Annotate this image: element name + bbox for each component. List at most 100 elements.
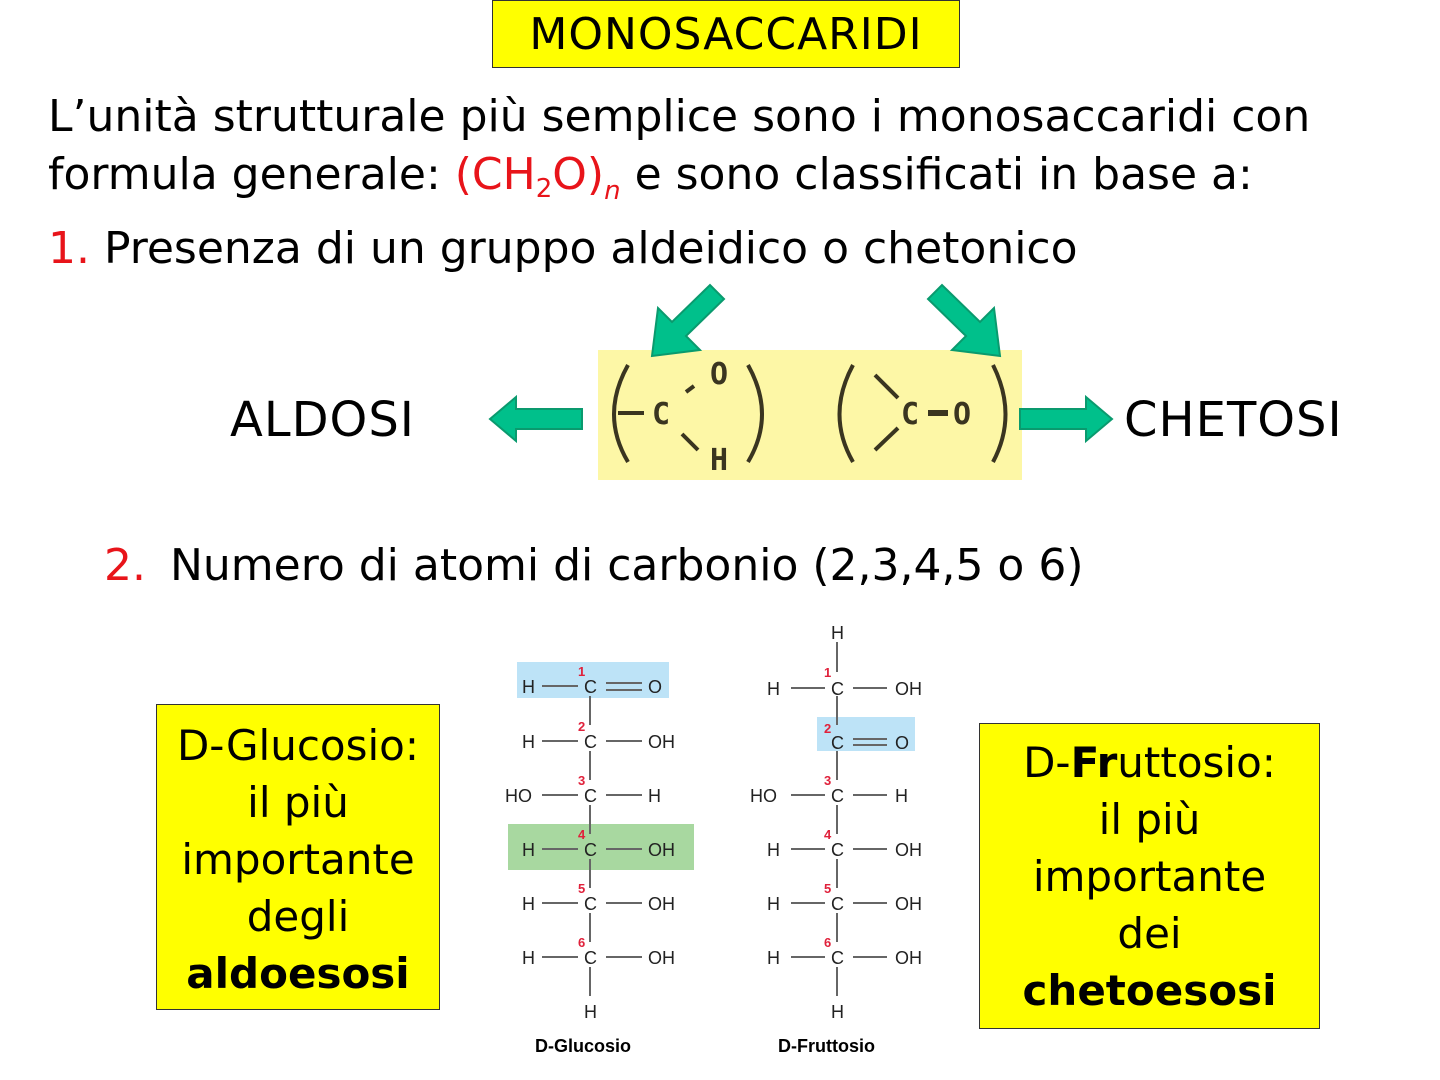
glc-num-4: 4 <box>578 827 586 842</box>
glc-c5: C <box>584 894 597 914</box>
intro-line-1: L’unità strutturale più semplice sono i … <box>48 91 1311 142</box>
aldosi-label: ALDOSI <box>230 392 415 448</box>
fructose-caption: D-Fruttosio <box>778 1036 875 1056</box>
list-item-2: 2. Numero di atomi di carbonio (2,3,4,5 o… <box>104 540 1084 591</box>
glc-c1-right: O <box>648 677 662 697</box>
fru-c1: C <box>831 679 844 699</box>
arrow-down-left-icon <box>650 283 726 358</box>
fru-num-2: 2 <box>824 721 831 736</box>
fru-c3: C <box>831 786 844 806</box>
fru-top-h: H <box>831 623 844 643</box>
chetosi-label: CHETOSI <box>1124 392 1343 448</box>
fru-c1-right: OH <box>895 679 922 699</box>
fru-c5: C <box>831 894 844 914</box>
intro-line-2-prefix: formula generale: <box>48 149 455 200</box>
functional-groups-diagram: C O H C O <box>612 357 1008 478</box>
functional-groups-panel <box>598 350 1022 480</box>
ketone-oxygen: O <box>953 397 971 432</box>
fru-num-3: 3 <box>824 773 831 788</box>
fructose-box-bold: Fr <box>1070 738 1118 787</box>
fru-bottom-h: H <box>831 1002 844 1022</box>
glc-c3: C <box>584 786 597 806</box>
list-number-1: 1. <box>48 223 90 274</box>
formula-subscript-2: 2 <box>535 174 553 204</box>
list-text-1: Presenza di un gruppo aldeidico o cheton… <box>89 223 1078 274</box>
glc-c4-left: H <box>522 840 535 860</box>
fru-c4: C <box>831 840 844 860</box>
glucose-box-line-2: il più <box>247 778 349 827</box>
arrow-down-right-icon <box>926 283 1002 358</box>
glucose-info-box: D-Glucosio: il più importante degli aldo… <box>156 704 440 1010</box>
fru-num-4: 4 <box>824 827 832 842</box>
c4-highlight <box>508 824 694 870</box>
intro-paragraph: L’unità strutturale più semplice sono i … <box>48 88 1310 278</box>
glc-c6-right: OH <box>648 948 675 968</box>
glc-c2-right: OH <box>648 732 675 752</box>
glc-c6-left: H <box>522 948 535 968</box>
glc-num-1: 1 <box>578 664 585 679</box>
fructose-box-line-5: chetoesosi <box>1022 966 1277 1015</box>
aldehyde-highlight <box>517 662 669 698</box>
intro-line-2-suffix: e sono classificati in base a: <box>620 149 1253 200</box>
ketone-carbon: C <box>901 397 919 432</box>
fru-c5-left: H <box>767 894 780 914</box>
arrow-left-icon <box>488 394 583 444</box>
glucose-box-line-3: importante <box>181 835 415 884</box>
fructose-box-line-2: il più <box>1098 795 1201 844</box>
slide-title: MONOSACCARIDI <box>492 0 960 68</box>
slide-title-text: MONOSACCARIDI <box>529 8 923 60</box>
glc-c6: C <box>584 948 597 968</box>
formula-open: (CH <box>454 149 536 200</box>
list-number-2: 2. <box>104 540 146 591</box>
fru-c2: C <box>831 733 844 753</box>
fru-c3-left: HO <box>750 786 777 806</box>
glucose-box-line-5: aldoesosi <box>186 949 410 998</box>
arrow-right-icon <box>1019 394 1114 444</box>
fructose-fischer-projection: H H C OH C O HO C H H C OH H C OH H C OH… <box>750 623 922 1056</box>
list-item-1: 1. Presenza di un gruppo aldeidico o che… <box>48 220 1310 278</box>
fructose-box-prefix: D- <box>1023 738 1071 787</box>
fru-c6-left: H <box>767 948 780 968</box>
aldehyde-oxygen: O <box>710 357 728 392</box>
intro-line-2: formula generale: (CH2O)n e sono classif… <box>48 146 1310 220</box>
fru-c4-right: OH <box>895 840 922 860</box>
fru-c6: C <box>831 948 844 968</box>
glc-c3-right: H <box>648 786 661 806</box>
fructose-box-line-3: importante <box>1032 852 1267 901</box>
glc-c3-left: HO <box>505 786 532 806</box>
fructose-box-line-4: dei <box>1117 909 1182 958</box>
glc-c2: C <box>584 732 597 752</box>
fructose-box-suffix: uttosio: <box>1117 738 1276 787</box>
formula-close: O) <box>552 149 605 200</box>
glc-num-3: 3 <box>578 773 585 788</box>
fru-c6-right: OH <box>895 948 922 968</box>
aldehyde-hydrogen: H <box>710 443 728 478</box>
fru-num-5: 5 <box>824 881 831 896</box>
fructose-box-line-1: D-Fruttosio: <box>980 734 1319 791</box>
fru-num-6: 6 <box>824 935 831 950</box>
fru-c4-left: H <box>767 840 780 860</box>
glc-num-6: 6 <box>578 935 585 950</box>
glc-c4-right: OH <box>648 840 675 860</box>
aldehyde-carbon: C <box>652 397 670 432</box>
glc-bottom-h: H <box>584 1002 597 1022</box>
glc-c4: C <box>584 840 597 860</box>
formula-subscript-n: n <box>604 176 621 206</box>
glc-c1-left: H <box>522 677 535 697</box>
glc-c2-left: H <box>522 732 535 752</box>
glucose-box-line-1: D-Glucosio: <box>176 721 420 770</box>
general-formula: (CH2O)n <box>454 149 621 206</box>
glc-c5-left: H <box>522 894 535 914</box>
fru-num-1: 1 <box>824 665 831 680</box>
list-text-2: Numero di atomi di carbonio (2,3,4,5 o 6… <box>169 540 1084 591</box>
glc-c1: C <box>584 677 597 697</box>
fru-c1-left: H <box>767 679 780 699</box>
glucose-fischer-projection: H C O H C OH HO C H H C OH H C OH H C OH… <box>505 662 694 1056</box>
fru-c3-right: H <box>895 786 908 806</box>
fructose-info-box: D-Fruttosio: il più importante dei cheto… <box>979 723 1320 1029</box>
fru-c5-right: OH <box>895 894 922 914</box>
glucose-caption: D-Glucosio <box>535 1036 631 1056</box>
glucose-box-line-4: degli <box>246 892 350 941</box>
glc-c5-right: OH <box>648 894 675 914</box>
glc-num-5: 5 <box>578 881 585 896</box>
